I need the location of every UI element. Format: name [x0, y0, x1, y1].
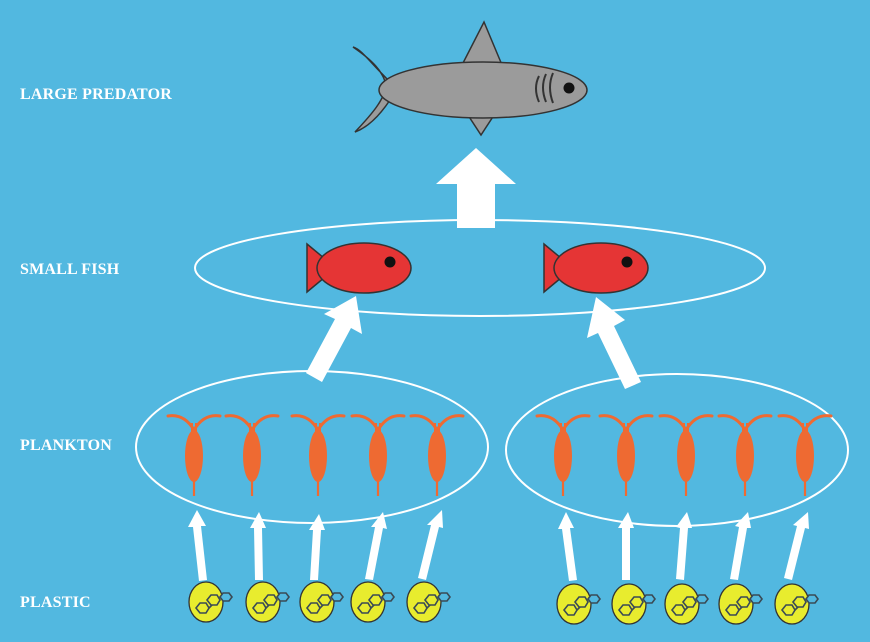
plastic-pellet-icon: [774, 583, 819, 625]
plankton-icon: [598, 414, 654, 498]
up-arrow-icon: [306, 296, 362, 382]
up-arrow-icon: [188, 510, 207, 581]
up-arrow-icon: [309, 514, 325, 580]
up-arrow-icon: [618, 512, 634, 580]
plankton-group-outline: [135, 370, 489, 524]
plastic-pellet-icon: [299, 581, 344, 623]
plastic-pellet-icon: [611, 583, 656, 625]
plankton-icon: [409, 414, 465, 498]
plankton-icon: [290, 414, 346, 498]
plastic-pellet-icon: [245, 581, 290, 623]
plankton-icon: [777, 414, 833, 498]
tier-label-small-fish: SMALL FISH: [20, 261, 120, 278]
small-fish-icon: [543, 242, 649, 294]
plastic-pellet-icon: [718, 583, 763, 625]
plastic-pellet-icon: [556, 583, 601, 625]
up-arrow-icon: [365, 512, 387, 580]
plastic-pellet-icon: [406, 581, 451, 623]
up-arrow-icon: [730, 512, 751, 580]
up-arrow-icon: [676, 512, 692, 580]
tier-label-plastic: PLASTIC: [20, 594, 91, 611]
up-arrow-icon: [436, 148, 516, 228]
plastic-pellet-icon: [188, 581, 233, 623]
plankton-icon: [535, 414, 591, 498]
tier-label-plankton: PLANKTON: [20, 437, 112, 454]
up-arrow-icon: [558, 512, 577, 581]
small-fish-group-outline: [194, 219, 766, 317]
plastic-pellet-icon: [664, 583, 709, 625]
plankton-icon: [350, 414, 406, 498]
up-arrow-icon: [418, 510, 443, 580]
up-arrow-icon: [587, 297, 641, 389]
plastic-pellet-icon: [350, 581, 395, 623]
plankton-icon: [717, 414, 773, 498]
up-arrow-icon: [784, 512, 809, 580]
tier-label-large-predator: LARGE PREDATOR: [20, 86, 173, 103]
small-fish-icon: [306, 242, 412, 294]
up-arrow-icon: [250, 512, 266, 580]
plankton-icon: [658, 414, 714, 498]
plankton-icon: [166, 414, 222, 498]
shark-icon: [352, 21, 588, 136]
plankton-icon: [224, 414, 280, 498]
